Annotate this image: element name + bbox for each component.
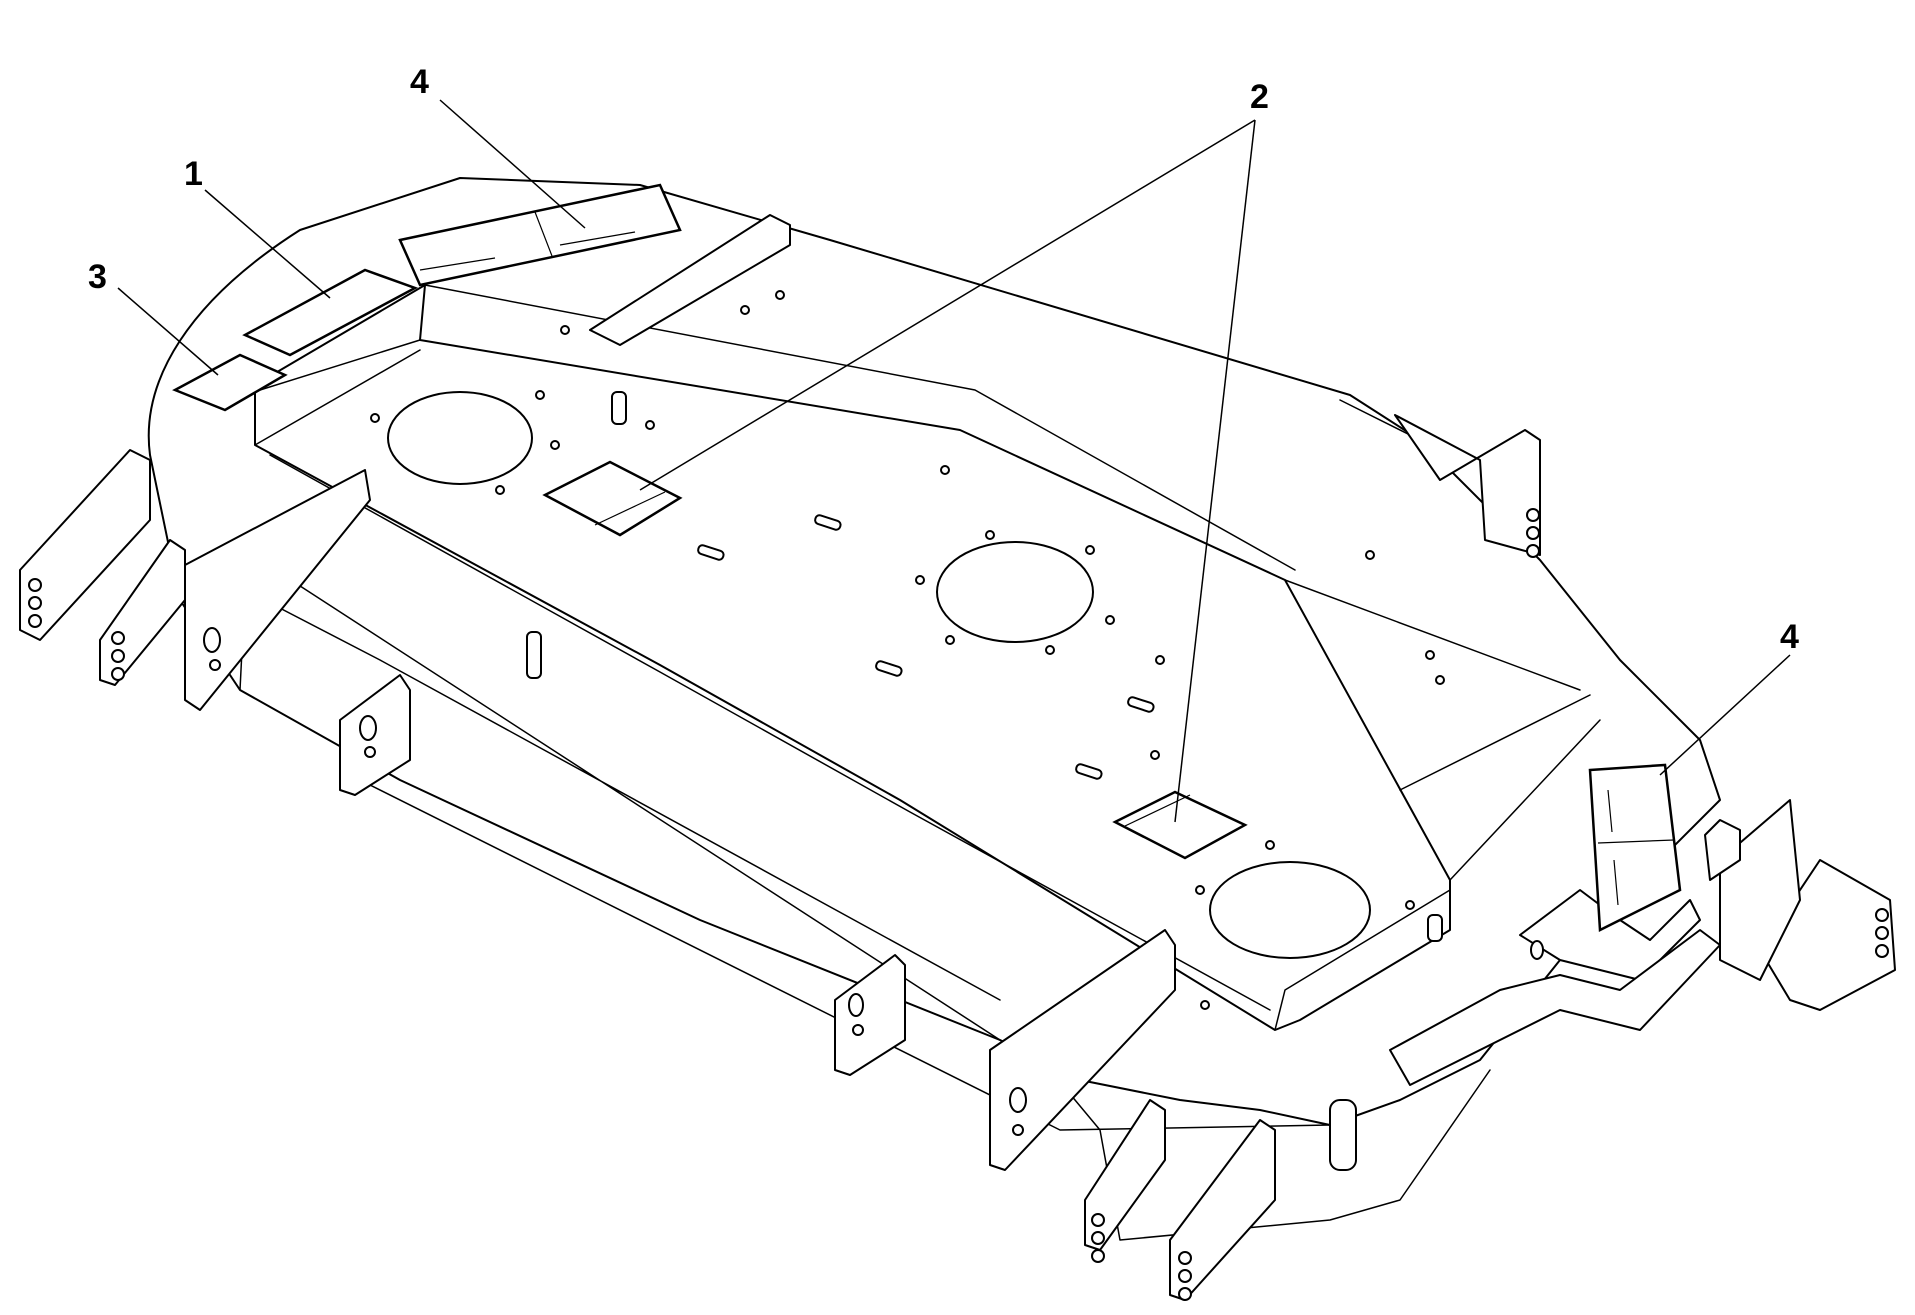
front-rail	[589, 214, 791, 346]
pins	[526, 391, 1443, 1171]
deck-skirt-bottom	[359, 779, 1331, 1131]
spindle-opening-left	[387, 391, 533, 485]
rear-brackets	[1394, 414, 1896, 1011]
decal-2-left	[542, 460, 683, 537]
spindle-opening-right	[1209, 861, 1371, 959]
callout-2: 2	[1250, 78, 1269, 116]
front-brackets	[834, 929, 1276, 1301]
decal-1	[242, 268, 419, 357]
bolt-holes	[370, 290, 1445, 1010]
spindle-opening-center	[936, 541, 1094, 643]
slots	[697, 514, 1155, 780]
decal-2-right	[1112, 790, 1248, 860]
callout-3: 3	[88, 258, 107, 296]
top-plate-edge	[269, 454, 1271, 1011]
decal-4-front	[398, 183, 682, 287]
left-brackets	[19, 449, 411, 796]
decal-4-side	[1588, 763, 1682, 932]
leader-lines	[117, 99, 1791, 823]
callout-4-front: 4	[410, 63, 429, 101]
right-wall	[1284, 399, 1601, 881]
top-plate-inner	[254, 284, 1451, 1031]
idler-arm	[1389, 929, 1721, 1086]
callout-4-side: 4	[1780, 618, 1799, 656]
callout-1: 1	[184, 155, 203, 193]
decal-3	[172, 353, 288, 412]
